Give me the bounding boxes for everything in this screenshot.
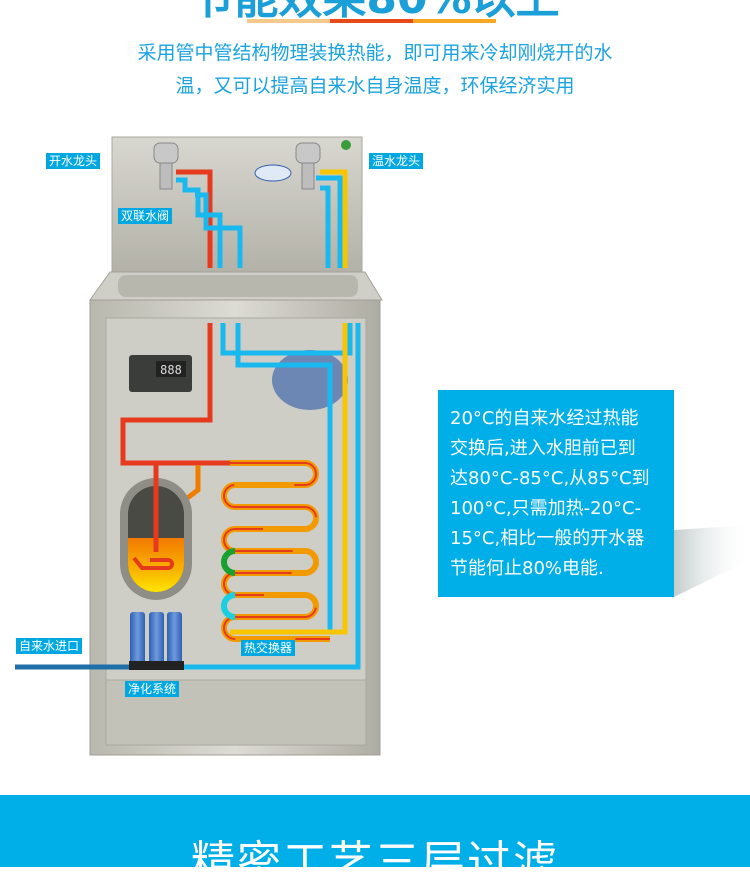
callout-line: 达80°C-85°C,从85°C到 (450, 468, 650, 489)
divider-segment (247, 19, 330, 23)
filter-cartridges (129, 612, 184, 670)
label-boiling-tap: 开水龙头 (46, 153, 101, 169)
callout-line: 节能何止80%电能. (450, 558, 604, 579)
callout-shadow (674, 525, 750, 597)
warm-water-pipe (230, 323, 348, 635)
next-section-band (0, 795, 750, 867)
display-reading: 888 (160, 363, 182, 377)
boiler-water (128, 538, 184, 592)
sink-basin (118, 275, 358, 297)
callout-line: 15°C,相比一般的开水器 (450, 528, 645, 549)
decal (272, 350, 348, 410)
boiling-tap-icon (153, 142, 179, 190)
callout-line: 20°C的自来水经过热能 (450, 408, 639, 429)
label-purification: 净化系统 (125, 681, 180, 697)
callout-line: 交换后,进入水胆前已到 (450, 438, 636, 459)
water-dispenser-diagram: 888 (15, 136, 750, 756)
backsplash (111, 136, 363, 276)
warm-water-pipe (320, 169, 348, 268)
heat-exchanger-coil (221, 460, 330, 642)
next-section-title: 精密工艺三层过滤 (191, 837, 559, 888)
brand-logo (341, 140, 351, 150)
divider-segment (330, 19, 413, 23)
brand-logo (254, 164, 292, 182)
label-dual-valve: 双联水阀 (118, 208, 173, 224)
heating-element (132, 556, 174, 570)
intro-line: 采用管中管结构物理装换热能，即可用来冷却刚烧开的水 (137, 42, 613, 64)
label-tap-water-inlet: 自来水进口 (16, 638, 83, 654)
intro-line: 温，又可以提高自来水自身温度，环保经济实用 (175, 75, 575, 97)
label-warm-tap: 温水龙头 (369, 153, 424, 169)
energy-saving-callout: 20°C的自来水经过热能 交换后,进入水胆前已到 达80°C-85°C,从85°… (438, 390, 674, 597)
label-heat-exchanger: 热交换器 (241, 640, 296, 656)
divider-segment (413, 19, 496, 23)
cold-water-pipe (176, 175, 361, 670)
warm-tap-icon (295, 142, 321, 190)
callout-line: 100°C,只需加热-20°C- (450, 498, 642, 519)
